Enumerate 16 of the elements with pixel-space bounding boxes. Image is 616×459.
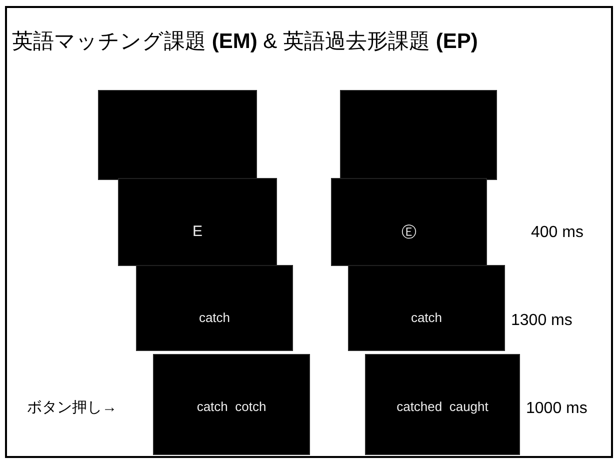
title: 英語マッチング課題 (EM) & 英語過去形課題 (EP): [12, 29, 478, 55]
blank-screen: [98, 90, 257, 180]
stimulus-screen: [118, 178, 277, 266]
stimulus-screen: [136, 265, 293, 351]
stimulus-text: catch: [410, 310, 444, 325]
duration-label: 1300 ms: [511, 312, 572, 330]
stimulus-text: E: [191, 223, 204, 240]
duration-label: 1000 ms: [526, 400, 588, 418]
stimulus-text: catched caught: [396, 399, 490, 414]
duration-label: 400 ms: [531, 224, 584, 242]
response-label: ボタン押し→: [27, 398, 117, 417]
stimulus-screen: [153, 354, 310, 455]
blank-screen: [340, 90, 497, 180]
stimulus-text: catch: [198, 310, 232, 325]
stimulus-text: catch cotch: [196, 399, 268, 414]
stimulus-text: Ⓔ: [400, 223, 418, 242]
